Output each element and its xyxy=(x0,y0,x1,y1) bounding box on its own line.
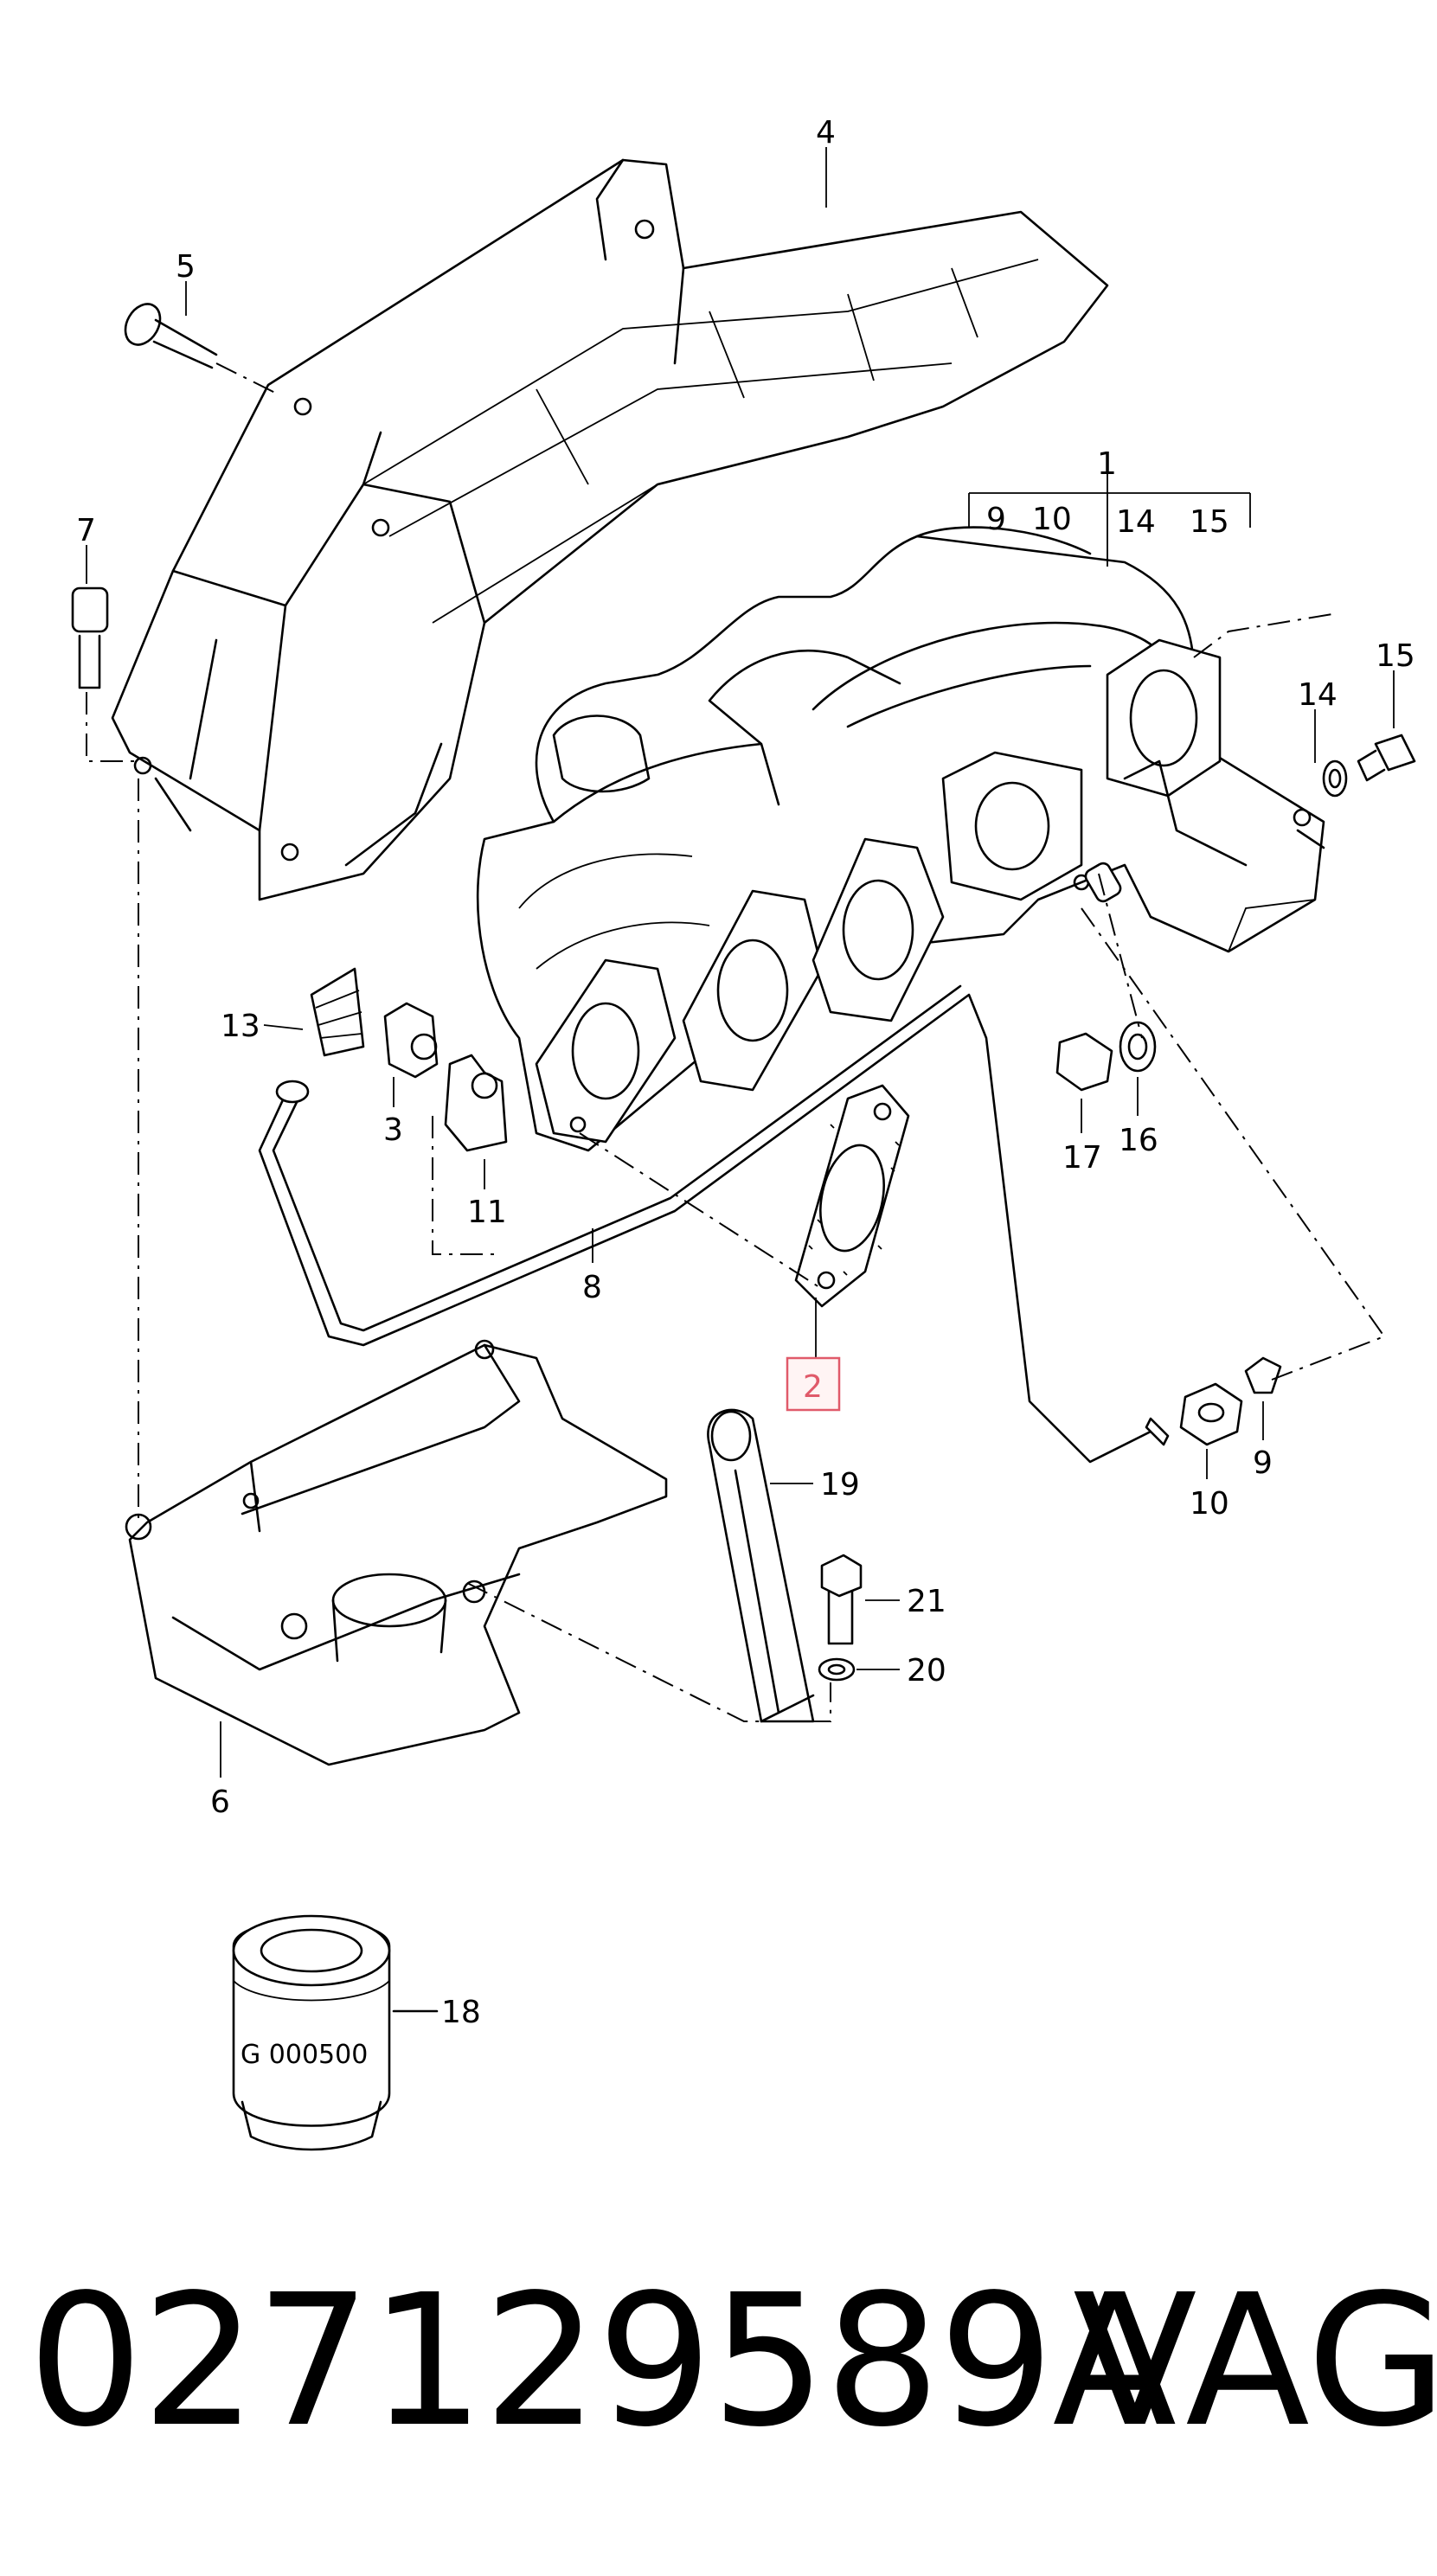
callout-16: 16 xyxy=(1119,1123,1158,1158)
callout-14a: 14 xyxy=(1116,504,1156,540)
callout-9b: 9 xyxy=(1253,1445,1273,1481)
callout-10b: 10 xyxy=(1190,1486,1229,1522)
exploded-parts-diagram: G 000500 xyxy=(71,115,1416,2151)
bolt-7 xyxy=(71,586,109,689)
highlight-box xyxy=(786,1356,841,1412)
leader-lines xyxy=(86,147,1395,1778)
nut-3 xyxy=(383,1002,439,1079)
callout-9a: 9 xyxy=(986,502,1006,537)
callout-6: 6 xyxy=(210,1785,230,1820)
callout-4: 4 xyxy=(816,115,836,151)
nut-10 xyxy=(1179,1382,1243,1446)
lower-bracket xyxy=(125,1339,668,1766)
support-strap xyxy=(707,1408,815,1723)
callout-labels: 1 9 10 14 15 4 5 7 14 15 13 3 11 8 17 16… xyxy=(76,115,1415,2030)
heat-shield xyxy=(111,158,1109,901)
pipe xyxy=(258,984,1170,1464)
callout-5: 5 xyxy=(176,249,196,285)
part-number: 027129589A xyxy=(28,2255,1177,2467)
washer-16 xyxy=(1119,1021,1157,1073)
gasket xyxy=(794,1084,910,1308)
callout-14b: 14 xyxy=(1298,677,1338,713)
nut-17 xyxy=(1055,1032,1113,1092)
callout-7: 7 xyxy=(76,513,96,548)
sleeve-9 xyxy=(1244,1356,1282,1394)
assembly-lines xyxy=(86,362,1386,1722)
washer-14 xyxy=(1322,759,1348,798)
callout-17: 17 xyxy=(1062,1140,1102,1176)
bolt-15 xyxy=(1357,734,1416,782)
callout-11: 11 xyxy=(467,1195,507,1230)
brand-name: VAG xyxy=(1073,2255,1437,2467)
callout-20: 20 xyxy=(907,1653,946,1688)
callout-10a: 10 xyxy=(1032,502,1072,537)
callout-8: 8 xyxy=(582,1270,602,1305)
exhaust-manifold xyxy=(476,526,1325,1152)
washer-20 xyxy=(818,1657,856,1682)
callout-3: 3 xyxy=(383,1112,403,1148)
callout-1: 1 xyxy=(1097,446,1117,482)
callout-19: 19 xyxy=(820,1467,860,1503)
filter-canister: G 000500 xyxy=(232,1914,439,2151)
bolt-5 xyxy=(124,303,218,369)
callout-18: 18 xyxy=(441,1995,481,2030)
filter-marking: G 000500 xyxy=(241,2040,368,2070)
bolt-21 xyxy=(820,1554,863,1645)
callout-15a: 15 xyxy=(1190,504,1229,540)
callout-2: 2 xyxy=(803,1369,823,1405)
callout-13: 13 xyxy=(221,1009,260,1044)
callout-21: 21 xyxy=(907,1584,946,1619)
callout-15b: 15 xyxy=(1376,638,1415,674)
clip-11 xyxy=(444,1054,508,1152)
plug-13 xyxy=(310,967,365,1057)
